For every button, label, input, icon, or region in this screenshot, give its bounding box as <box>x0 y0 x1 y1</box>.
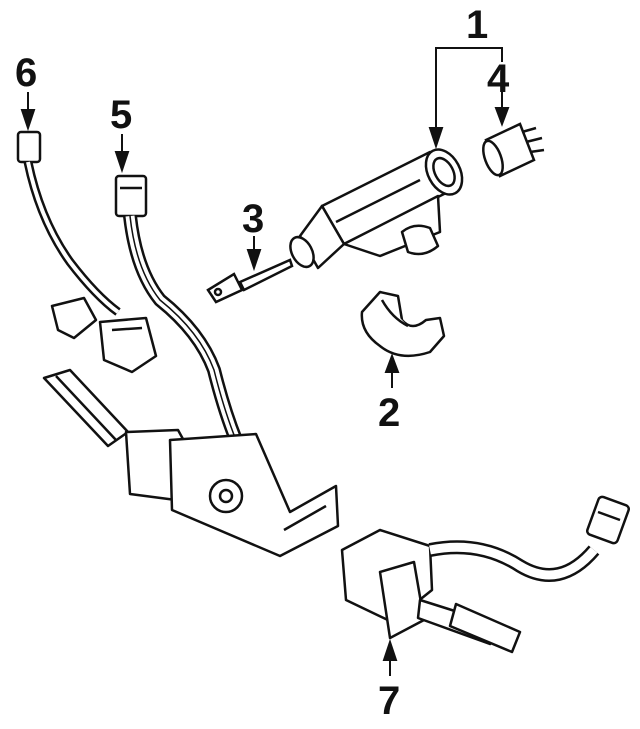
leader-5 <box>114 134 130 174</box>
ignition-lock-housing <box>289 148 464 270</box>
lock-cylinder-connector <box>482 122 545 178</box>
leader-7 <box>382 638 398 676</box>
leader-6 <box>20 92 36 132</box>
callout-2: 2 <box>378 391 400 435</box>
callout-3: 3 <box>242 197 264 241</box>
leader-3 <box>246 236 262 272</box>
callout-1: 1 <box>466 3 488 47</box>
leader-4 <box>494 92 510 127</box>
leader-2 <box>384 353 400 388</box>
leader-1 <box>428 47 503 150</box>
leader-lines <box>20 47 510 676</box>
lock-housing-bracket <box>360 290 446 358</box>
callout-6: 6 <box>15 51 37 95</box>
left-switch-assembly <box>42 368 340 558</box>
callout-5: 5 <box>110 93 132 137</box>
combination-switch-stalk <box>340 495 630 654</box>
callout-4: 4 <box>487 57 510 101</box>
small-connector-harness <box>16 130 158 374</box>
ignition-key <box>206 258 294 304</box>
multi-pin-connector-harness <box>114 174 243 443</box>
callout-7: 7 <box>378 679 400 723</box>
